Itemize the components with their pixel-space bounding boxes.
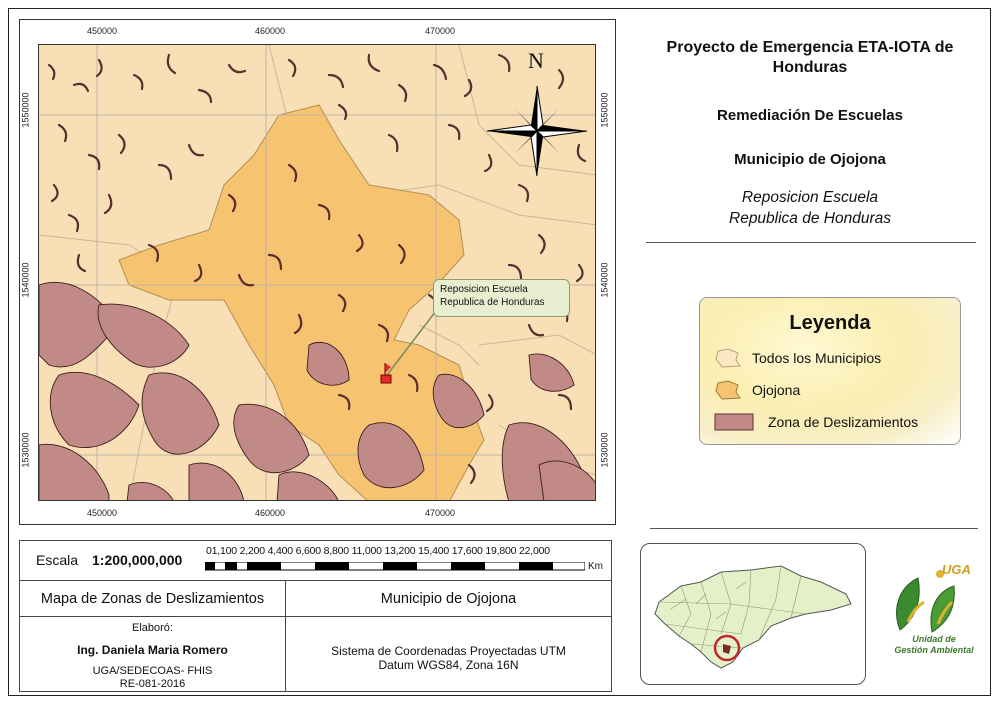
legend-title: Leyenda — [789, 312, 871, 334]
municipality-cell: Municipio de Ojojona — [286, 581, 611, 617]
x-tick-top-1: 450000 — [87, 26, 118, 36]
y-tick-left-3: 1530000 — [20, 432, 31, 468]
author-name: Ing. Daniela Maria Romero — [77, 643, 228, 657]
uga-logo: UGA Unidad de Gestión Ambiental — [880, 560, 988, 660]
honduras-outline — [654, 565, 852, 669]
legend-divider — [650, 528, 978, 529]
crs-line2: Datum WGS84, Zona 16N — [378, 658, 519, 672]
header-divider — [646, 242, 976, 243]
inset-departments — [658, 565, 807, 653]
scale-row: Escala 1:200,000,000 01,100 2,200 4,400 … — [20, 541, 611, 581]
honduras-locator-svg — [654, 565, 852, 669]
north-label: N — [528, 48, 544, 73]
info-table: Escala 1:200,000,000 01,100 2,200 4,400 … — [19, 540, 612, 692]
uga-leaf-logo-icon — [896, 570, 955, 633]
subtitle-municipality: Municipio de Ojojona — [734, 151, 886, 168]
y-tick-left-2: 1540000 — [20, 262, 31, 298]
crs-cell: Sistema de Coordenadas Proyectadas UTM D… — [286, 617, 611, 691]
ojojona-polygon — [118, 104, 485, 500]
x-tick-top-2: 460000 — [255, 26, 286, 36]
scale-unit: Km — [588, 561, 603, 572]
y-tick-left-1: 1550000 — [20, 92, 31, 128]
school-marker[interactable] — [380, 363, 392, 384]
legend-panel: Leyenda Todos los Municipios Ojojona Zon… — [699, 297, 961, 445]
legend-item-all-municipalities: Todos los Municipios — [714, 348, 881, 368]
location-highlight-icon — [713, 634, 741, 662]
municipality-swatch-icon — [715, 348, 741, 368]
page-frame — [8, 8, 991, 696]
logo-acronym: UGA — [942, 562, 971, 577]
map-canvas[interactable] — [38, 44, 596, 501]
landslide-zones — [39, 281, 595, 500]
scale-value: 1:200,000,000 — [92, 552, 183, 568]
legend-label: Ojojona — [752, 382, 801, 398]
legend-label: Zona de Deslizamientos — [768, 414, 919, 430]
y-tick-right-3: 1530000 — [599, 432, 610, 468]
school-name-line1: Reposicion Escuela — [741, 189, 879, 206]
x-tick-bottom-2: 460000 — [255, 508, 286, 518]
author-org: UGA/SEDECOAS- FHIS — [92, 665, 213, 677]
logo-name-line2: Gestión Ambiental — [894, 645, 974, 655]
inset-map[interactable] — [640, 543, 866, 685]
ojojona-location-icon — [723, 644, 731, 654]
scale-prefix: Escala — [36, 552, 79, 568]
landslide-swatch-icon — [714, 413, 754, 431]
school-name-line2: Republica de Honduras — [729, 210, 891, 227]
subtitle-remediation: Remediación De Escuelas — [717, 107, 903, 124]
logo-name-line1: Unidad de — [912, 634, 956, 644]
map-name-cell: Mapa de Zonas de Deslizamientos — [20, 581, 286, 617]
callout-leader — [386, 306, 440, 376]
y-tick-right-1: 1550000 — [599, 92, 610, 128]
legend-item-ojojona: Ojojona — [714, 380, 800, 400]
y-tick-right-2: 1540000 — [599, 262, 610, 298]
author-cell: Elaboró: Ing. Daniela Maria Romero UGA/S… — [20, 617, 286, 691]
map-svg — [39, 45, 595, 500]
callout-box[interactable]: Reposicion Escuela Republica de Honduras — [433, 279, 570, 317]
scale-bar — [205, 562, 585, 571]
legend-item-landslides: Zona de Deslizamientos — [714, 412, 918, 432]
x-tick-top-3: 470000 — [425, 26, 456, 36]
crs-line1: Sistema de Coordenadas Proyectadas UTM — [331, 644, 566, 658]
x-tick-bottom-3: 470000 — [425, 508, 456, 518]
north-arrow — [486, 85, 588, 177]
scale-bar-labels: 01,100 2,200 4,400 6,600 8,800 11,000 13… — [206, 545, 550, 557]
ojojona-swatch-icon — [715, 380, 741, 400]
map-title: Proyecto de Emergencia ETA-IOTA de Hondu… — [666, 39, 954, 76]
legend-label: Todos los Municipios — [752, 350, 882, 366]
elaborated-label: Elaboró: — [132, 622, 173, 634]
document-code: RE-081-2016 — [119, 678, 186, 690]
x-tick-bottom-1: 450000 — [87, 508, 118, 518]
